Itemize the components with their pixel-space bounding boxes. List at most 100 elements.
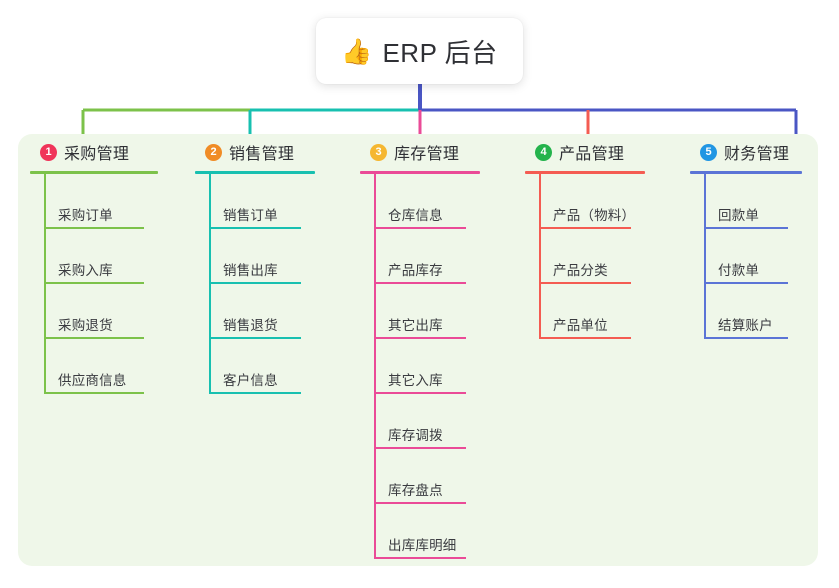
leaf-underline bbox=[374, 447, 466, 449]
leaf-underline bbox=[209, 227, 301, 229]
leaf-item[interactable]: 销售出库 bbox=[209, 229, 327, 284]
leaf-label: 结算账户 bbox=[718, 318, 773, 333]
leaf-item[interactable]: 付款单 bbox=[704, 229, 814, 284]
leaf-underline bbox=[539, 227, 631, 229]
branch-title: 采购管理 bbox=[64, 146, 130, 163]
branch-title: 库存管理 bbox=[394, 146, 460, 163]
branch-leaf-list: 仓库信息产品库存其它出库其它入库库存调拨库存盘点出库库明细 bbox=[352, 174, 492, 559]
branch-spine bbox=[209, 174, 211, 394]
thumbs-up-icon: 👍 bbox=[341, 37, 373, 66]
branch-title: 财务管理 bbox=[724, 146, 790, 163]
branch-spine bbox=[539, 174, 541, 339]
branch-spine bbox=[44, 174, 46, 394]
leaf-label: 销售出库 bbox=[223, 263, 278, 278]
leaf-underline bbox=[539, 337, 631, 339]
leaf-item[interactable]: 产品（物料） bbox=[539, 174, 657, 229]
leaf-underline bbox=[704, 227, 788, 229]
branch-underline bbox=[690, 171, 802, 174]
leaf-item[interactable]: 其它出库 bbox=[374, 284, 492, 339]
leaf-label: 仓库信息 bbox=[388, 208, 443, 223]
leaf-item[interactable]: 仓库信息 bbox=[374, 174, 492, 229]
branch-column-5: 5 财务管理回款单付款单结算账户 bbox=[682, 134, 814, 339]
leaf-underline bbox=[44, 282, 144, 284]
branch-number-badge: 4 bbox=[535, 143, 552, 161]
leaf-label: 供应商信息 bbox=[58, 373, 127, 388]
branch-header-3[interactable]: 3 库存管理 bbox=[352, 134, 492, 170]
branch-column-1: 1 采购管理采购订单采购入库采购退货供应商信息 bbox=[22, 134, 170, 394]
leaf-label: 销售退货 bbox=[223, 318, 278, 333]
branch-column-3: 3 库存管理仓库信息产品库存其它出库其它入库库存调拨库存盘点出库库明细 bbox=[352, 134, 492, 559]
leaf-underline bbox=[704, 337, 788, 339]
leaf-item[interactable]: 客户信息 bbox=[209, 339, 327, 394]
leaf-item[interactable]: 其它入库 bbox=[374, 339, 492, 394]
leaf-item[interactable]: 产品单位 bbox=[539, 284, 657, 339]
branch-underline bbox=[30, 171, 158, 174]
leaf-underline bbox=[374, 502, 466, 504]
leaf-label: 产品分类 bbox=[553, 263, 608, 278]
leaf-item[interactable]: 结算账户 bbox=[704, 284, 814, 339]
leaf-label: 采购入库 bbox=[58, 263, 113, 278]
branch-title: 产品管理 bbox=[559, 146, 625, 163]
leaf-label: 出库库明细 bbox=[388, 538, 457, 553]
leaf-underline bbox=[209, 392, 301, 394]
leaf-underline bbox=[374, 392, 466, 394]
branch-header-4[interactable]: 4 产品管理 bbox=[517, 134, 657, 170]
leaf-label: 库存盘点 bbox=[388, 483, 443, 498]
leaf-label: 其它入库 bbox=[388, 373, 443, 388]
branch-column-4: 4 产品管理产品（物料） 产品分类产品单位 bbox=[517, 134, 657, 339]
leaf-label: 销售订单 bbox=[223, 208, 278, 223]
leaf-label: 其它出库 bbox=[388, 318, 443, 333]
branch-spine bbox=[704, 174, 706, 339]
branch-spine bbox=[374, 174, 376, 559]
root-node-card[interactable]: 👍 ERP 后台 bbox=[316, 18, 523, 84]
leaf-item[interactable]: 销售订单 bbox=[209, 174, 327, 229]
leaf-underline bbox=[44, 337, 144, 339]
branch-leaf-list: 产品（物料） 产品分类产品单位 bbox=[517, 174, 657, 339]
branch-leaf-list: 回款单付款单结算账户 bbox=[682, 174, 814, 339]
branch-number-badge: 1 bbox=[40, 143, 57, 161]
leaf-label: 产品（物料） bbox=[553, 208, 636, 223]
leaf-item[interactable]: 产品分类 bbox=[539, 229, 657, 284]
leaf-label: 产品单位 bbox=[553, 318, 608, 333]
leaf-item[interactable]: 回款单 bbox=[704, 174, 814, 229]
branch-header-5[interactable]: 5 财务管理 bbox=[682, 134, 814, 170]
leaf-label: 采购订单 bbox=[58, 208, 113, 223]
leaf-item[interactable]: 销售退货 bbox=[209, 284, 327, 339]
leaf-underline bbox=[209, 337, 301, 339]
branch-leaf-list: 采购订单采购入库采购退货供应商信息 bbox=[22, 174, 170, 394]
leaf-item[interactable]: 供应商信息 bbox=[44, 339, 170, 394]
branch-number-badge: 3 bbox=[370, 143, 387, 161]
leaf-label: 回款单 bbox=[718, 208, 760, 223]
leaf-label: 产品库存 bbox=[388, 263, 443, 278]
root-title: ERP 后台 bbox=[382, 37, 498, 68]
leaf-label: 付款单 bbox=[718, 263, 760, 278]
leaf-underline bbox=[704, 282, 788, 284]
leaf-item[interactable]: 采购订单 bbox=[44, 174, 170, 229]
branch-underline bbox=[525, 171, 645, 174]
leaf-underline bbox=[44, 392, 144, 394]
leaf-underline bbox=[374, 227, 466, 229]
leaf-item[interactable]: 库存盘点 bbox=[374, 449, 492, 504]
leaf-item[interactable]: 出库库明细 bbox=[374, 504, 492, 559]
branch-header-1[interactable]: 1 采购管理 bbox=[22, 134, 170, 170]
branch-number-badge: 2 bbox=[205, 143, 222, 161]
leaf-label: 客户信息 bbox=[223, 373, 278, 388]
branch-underline bbox=[360, 171, 480, 174]
branch-panel bbox=[18, 134, 818, 566]
leaf-label: 采购退货 bbox=[58, 318, 113, 333]
leaf-item[interactable]: 采购退货 bbox=[44, 284, 170, 339]
leaf-underline bbox=[374, 282, 466, 284]
branch-leaf-list: 销售订单销售出库销售退货客户信息 bbox=[187, 174, 327, 394]
branch-number-badge: 5 bbox=[700, 143, 717, 161]
leaf-underline bbox=[44, 227, 144, 229]
leaf-item[interactable]: 采购入库 bbox=[44, 229, 170, 284]
leaf-underline bbox=[209, 282, 301, 284]
branch-underline bbox=[195, 171, 315, 174]
leaf-item[interactable]: 库存调拨 bbox=[374, 394, 492, 449]
leaf-underline bbox=[374, 557, 466, 559]
leaf-item[interactable]: 产品库存 bbox=[374, 229, 492, 284]
leaf-underline bbox=[539, 282, 631, 284]
